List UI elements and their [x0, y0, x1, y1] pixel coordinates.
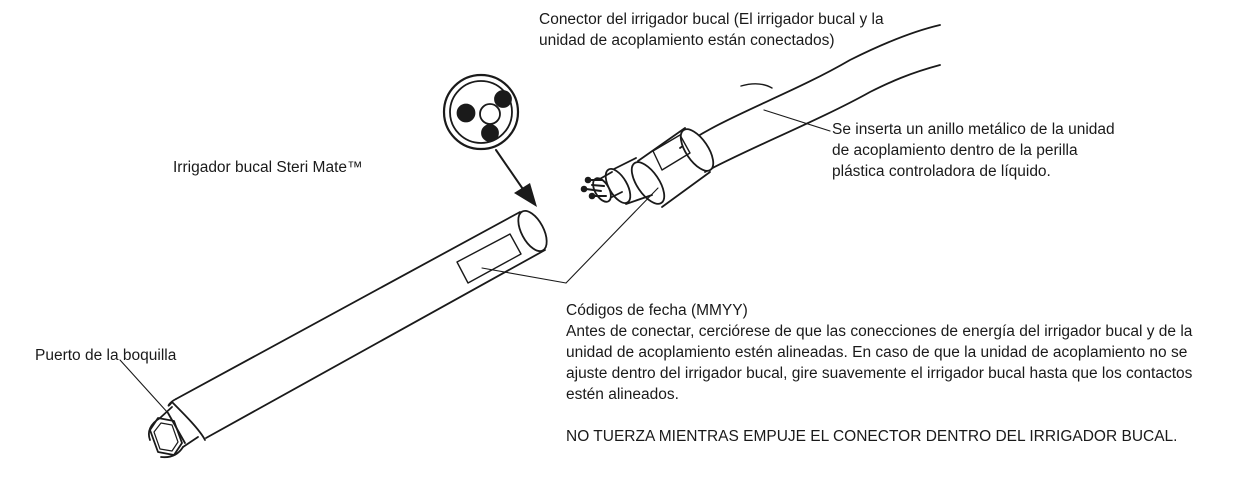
leader-lines — [119, 109, 831, 414]
irrigator-label: Irrigador bucal Steri Mate™ — [173, 159, 363, 176]
spacer — [566, 405, 1231, 426]
insertion-arrow — [495, 149, 537, 207]
date-codes-title: Códigos de fecha (MMYY) — [566, 302, 748, 319]
connection-instructions: Antes de conectar, cerciórese de que las… — [566, 323, 1193, 403]
irrigator-body — [167, 210, 548, 441]
connector-end-view — [442, 73, 520, 151]
nozzle-port — [147, 406, 199, 459]
hose — [679, 24, 941, 173]
nozzle-port-label: Puerto de la boquilla — [35, 347, 177, 364]
warning-text: NO TUERZA MIENTRAS EMPUJE EL CONECTOR DE… — [566, 428, 1178, 445]
coupler-connector — [580, 127, 715, 208]
metal-ring-label: Se inserta un anillo metálico de la unid… — [832, 121, 1115, 180]
connector-label: Conector del irrigador bucal (El irrigad… — [539, 11, 884, 49]
date-codes-callout: Códigos de fecha (MMYY) Antes de conecta… — [566, 300, 1231, 447]
